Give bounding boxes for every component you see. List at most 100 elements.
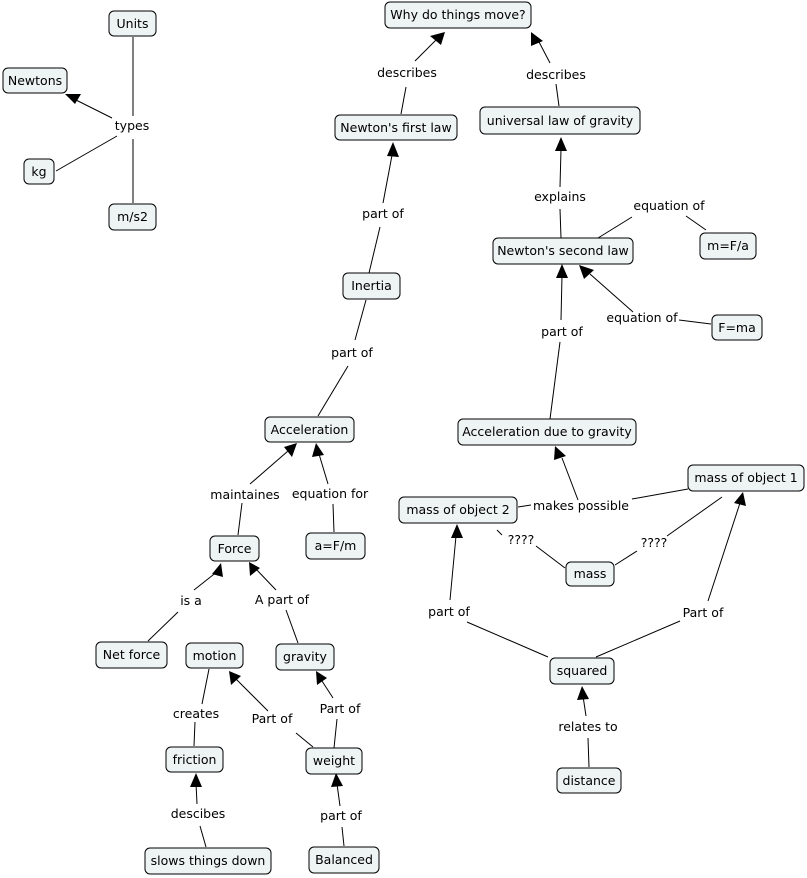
arrowhead <box>579 265 594 279</box>
node-label: motion <box>193 648 237 663</box>
link-label-maintaines: maintaines <box>210 487 279 502</box>
link-label-relates-to: relates to <box>558 719 617 734</box>
arrowhead <box>249 562 260 576</box>
node-label: a=F/m <box>315 538 357 553</box>
concept-node-why-do-things-move[interactable]: Why do things move? <box>384 1 532 29</box>
concept-node-kg[interactable]: kg <box>23 158 55 185</box>
link-label-part-of-mass2: part of <box>428 604 470 619</box>
link-label-descibes: descibes <box>171 806 226 821</box>
node-label: Acceleration <box>271 422 349 437</box>
arrowhead <box>531 32 543 46</box>
arrowhead <box>65 94 81 104</box>
concept-node-gravity[interactable]: gravity <box>275 643 335 671</box>
node-label: Force <box>218 541 252 556</box>
node-label: gravity <box>283 649 328 664</box>
node-label: distance <box>563 773 616 788</box>
arrowhead <box>212 563 223 577</box>
arrowhead <box>331 773 343 787</box>
arrowhead <box>229 671 241 685</box>
node-label: universal law of gravity <box>487 113 634 128</box>
link-label-part-of-weight: part of <box>320 808 362 823</box>
concept-node-m-s2[interactable]: m/s2 <box>108 203 157 231</box>
link-label-creates: creates <box>173 706 219 721</box>
concept-node-inertia[interactable]: Inertia <box>342 272 401 300</box>
node-label: Newtons <box>8 73 62 88</box>
node-label: mass of object 1 <box>694 470 797 485</box>
concept-node-friction[interactable]: friction <box>165 746 224 773</box>
concept-node-weight[interactable]: weight <box>305 747 363 775</box>
node-label: Inertia <box>351 278 391 293</box>
concept-node-mass-of-object-1[interactable]: mass of object 1 <box>687 464 805 492</box>
arrowhead <box>451 524 463 538</box>
link-label-types: types <box>115 118 149 133</box>
node-label: mass <box>574 566 607 581</box>
link-label-part-of-gravity: Part of <box>320 701 361 716</box>
link-label-is-a: is a <box>180 593 202 608</box>
arrowheads <box>65 32 746 787</box>
link-label-describes-right: describes <box>526 67 586 82</box>
arrowhead <box>734 492 746 506</box>
connector-lines <box>55 37 741 848</box>
arrowhead <box>554 446 566 460</box>
link-label-part-of-mass1: Part of <box>683 605 724 620</box>
arrowhead <box>190 773 202 787</box>
arrowhead <box>430 32 445 45</box>
arrowhead <box>316 671 327 685</box>
link-label-describes-left: describes <box>377 65 437 80</box>
node-label: kg <box>31 164 46 179</box>
node-label: squared <box>557 663 608 678</box>
node-label: Net force <box>103 647 161 662</box>
concept-node-newtons-first-law[interactable]: Newton's first law <box>334 114 458 141</box>
node-label: friction <box>173 752 217 767</box>
node-label: Units <box>117 16 149 31</box>
node-label: m/s2 <box>117 209 148 224</box>
link-label-equation-for: equation for <box>292 486 369 501</box>
node-label: Acceleration due to gravity <box>462 424 632 439</box>
concept-node-acceleration-due-to-gravity[interactable]: Acceleration due to gravity <box>457 418 637 446</box>
link-label-makes-possible: makes possible <box>533 498 629 513</box>
arrowhead <box>556 264 568 278</box>
concept-node-slows-things-down[interactable]: slows things down <box>144 847 272 875</box>
arrowhead <box>284 443 297 457</box>
concept-node-acceleration[interactable]: Acceleration <box>264 416 355 443</box>
link-label-part-of-first-law: part of <box>362 206 404 221</box>
link-label-part-of-second-law: part of <box>541 324 583 339</box>
arrowhead <box>555 137 567 151</box>
concept-node-newtons-second-law[interactable]: Newton's second law <box>492 237 634 265</box>
link-label-equation-of-fma: equation of <box>606 310 678 325</box>
link-label-part-of-inertia: part of <box>331 345 373 360</box>
concept-node-squared[interactable]: squared <box>549 657 615 685</box>
node-label: slows things down <box>151 853 266 868</box>
concept-node-universal-law-of-gravity[interactable]: universal law of gravity <box>479 106 641 135</box>
node-label: Balanced <box>315 852 373 867</box>
concept-node-a-equals-f-over-m[interactable]: a=F/m <box>305 532 366 560</box>
link-label-explains: explains <box>534 189 586 204</box>
arrowhead <box>312 443 324 457</box>
concept-node-balanced[interactable]: Balanced <box>308 846 380 874</box>
concept-node-f-equals-ma[interactable]: F=ma <box>711 314 763 341</box>
node-label: Newton's first law <box>340 120 451 135</box>
node-label: m=F/a <box>707 238 749 253</box>
concept-node-distance[interactable]: distance <box>556 767 622 794</box>
concept-node-newtons[interactable]: Newtons <box>2 67 68 94</box>
link-label-question-right: ???? <box>641 535 668 550</box>
concept-node-motion[interactable]: motion <box>185 642 244 669</box>
concept-node-force[interactable]: Force <box>209 535 260 562</box>
node-label: F=ma <box>718 320 756 335</box>
link-label-a-part-of: A part of <box>255 592 310 607</box>
link-label-equation-of-mfa: equation of <box>633 198 705 213</box>
arrowhead <box>577 686 589 700</box>
arrowhead <box>387 142 399 157</box>
node-label: Newton's second law <box>497 243 629 258</box>
node-label: weight <box>313 753 355 768</box>
concept-node-m-equals-f-over-a[interactable]: m=F/a <box>699 232 757 260</box>
concept-node-mass[interactable]: mass <box>565 561 615 587</box>
concept-node-units[interactable]: Units <box>108 10 157 37</box>
node-label: mass of object 2 <box>406 502 509 517</box>
link-label-part-of-motion: Part of <box>252 711 293 726</box>
concept-node-net-force[interactable]: Net force <box>95 641 168 669</box>
link-labels: types describes describes part of explai… <box>115 65 724 823</box>
concept-node-mass-of-object-2[interactable]: mass of object 2 <box>398 496 518 524</box>
node-label: Why do things move? <box>390 7 525 22</box>
